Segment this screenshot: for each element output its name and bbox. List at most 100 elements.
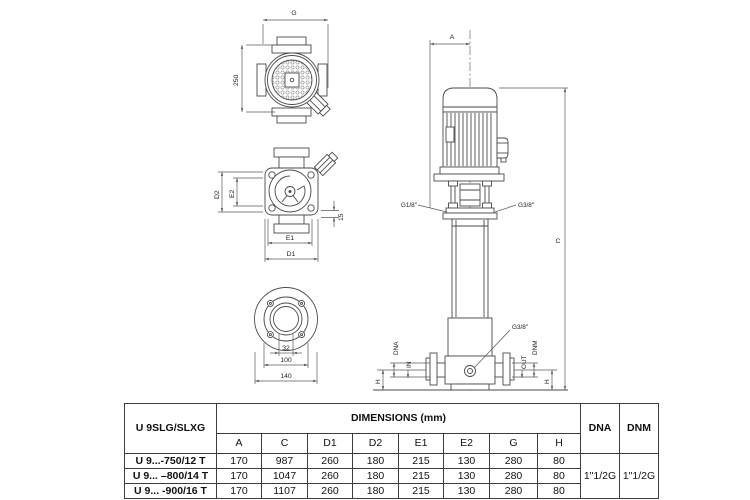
dimension-e1: E1 [267,219,313,246]
pump-base-body [447,317,493,357]
dimension-dna: DNA [390,341,430,378]
table-row: U 9... –800/14 T 170 1047 260 180 215 13… [124,468,659,484]
value-cell: 180 [352,453,399,469]
technical-drawing: G 250 [214,10,568,392]
col-header-h: H [537,433,581,454]
value-cell: 260 [307,468,353,484]
dimension-c: C [499,87,568,390]
value-cell: 260 [307,453,353,469]
table-row: U 9... -900/16 T 170 1107 260 180 215 13… [124,483,659,499]
col-header-d2: D2 [352,433,399,454]
pump-column [451,218,489,319]
table-dnm-header: DNM [619,403,659,454]
value-cell: 170 [216,483,262,499]
dimension-e2: E2 [229,177,263,207]
motor-fan-cap [442,87,498,113]
dim-label-100: 100 [280,357,292,364]
diagram-pump-side-view: A [373,30,568,392]
diagram-flange-bottom-view: 32 100 140 [254,287,318,384]
table-row: U 9...-750/12 T 170 987 260 180 215 130 … [124,453,659,499]
out-label: OUT [521,355,528,369]
dimension-d1: D1 [264,219,319,262]
col-header-g: G [489,433,538,454]
suction-flow-arrow: IN [406,361,413,378]
col-header-a: A [216,433,262,454]
value-cell: 170 [216,453,262,469]
table-model-header: U 9SLG/SLXG [124,403,217,454]
value-cell: 987 [261,453,308,469]
dimension-100: 100 [263,343,309,368]
table-dna-header: DNA [580,403,620,454]
base-plate [450,383,490,391]
drain-plug-boss [464,365,476,377]
value-cell: 215 [398,468,444,484]
value-cell: 180 [352,468,399,484]
value-cell: 80 [537,453,581,469]
pump-head-flange [445,207,495,214]
dim-label-h-right: H [544,379,551,384]
dim-label-a: A [450,34,455,41]
dim-label-g: G [291,10,296,17]
value-cell: 180 [352,483,399,499]
dimension-dnm: DNM [512,340,539,378]
dna-value-cell: 1"1/2G [580,453,620,499]
value-cell: 280 [489,453,538,469]
dimension-h-right: H [514,369,557,390]
model-cell: U 9...-750/12 T [124,453,217,469]
dim-label-15: 15 [338,213,345,221]
col-header-c: C [261,433,308,454]
dim-label-140: 140 [280,373,292,380]
dimension-d2: D2 [214,171,263,213]
dimension-a: A [429,34,470,208]
dimension-g: G [262,10,329,88]
dim-label-dna: DNA [393,341,400,355]
col-header-e2: E2 [443,433,490,454]
dim-label-d2: D2 [214,190,221,199]
dim-label-c: C [556,238,561,245]
vent-plug-label: G1/8" [401,202,417,209]
suction-port [436,362,446,378]
value-cell: 215 [398,483,444,499]
dimension-250: 250 [233,44,276,113]
dimension-140: 140 [254,352,318,384]
value-cell: 215 [398,453,444,469]
dimension-15: 15 [321,201,345,227]
dimension-32: 32 [270,333,302,356]
value-cell: 80 [537,483,581,499]
value-cell: 1107 [261,483,308,499]
value-cell: 130 [443,483,490,499]
discharge-flow-arrow: OUT [520,355,528,378]
diagram-fan-cover-top-view: G 250 [233,10,331,124]
value-cell: 170 [216,468,262,484]
dim-label-dnm: DNM [532,340,539,355]
motor-nameplate [445,126,455,143]
dim-label-d1: D1 [287,251,296,258]
discharge-port [494,362,504,378]
value-cell: 280 [489,483,538,499]
col-header-d1: D1 [307,433,353,454]
diagram-pump-body-top-view: D2 E2 15 E1 D1 [214,147,345,262]
drain-plug-callout: G3/8" [473,324,528,369]
value-cell: 1047 [261,468,308,484]
value-cell: 260 [307,483,353,499]
table-dimensions-header: DIMENSIONS (mm) [216,403,581,434]
coupling-section [448,180,492,209]
dnm-value-cell: 1"1/2G [619,453,659,499]
dimension-h-left: H [375,369,426,390]
vent-plug-callout: G1/8" [401,202,448,213]
terminal-connector [313,151,339,177]
fill-plug-callout: G3/8" [494,202,534,213]
dim-label-250: 250 [233,74,240,86]
dim-label-e2: E2 [229,189,236,198]
value-cell: 80 [537,468,581,484]
value-cell: 280 [489,468,538,484]
dim-label-e1: E1 [286,235,295,242]
junction-box [496,137,509,159]
in-label: IN [406,361,413,368]
dim-label-32: 32 [282,345,290,352]
value-cell: 130 [443,453,490,469]
drain-plug-label: G3/8" [512,324,528,331]
motor-flange [439,166,500,175]
model-cell: U 9... -900/16 T [124,483,217,499]
